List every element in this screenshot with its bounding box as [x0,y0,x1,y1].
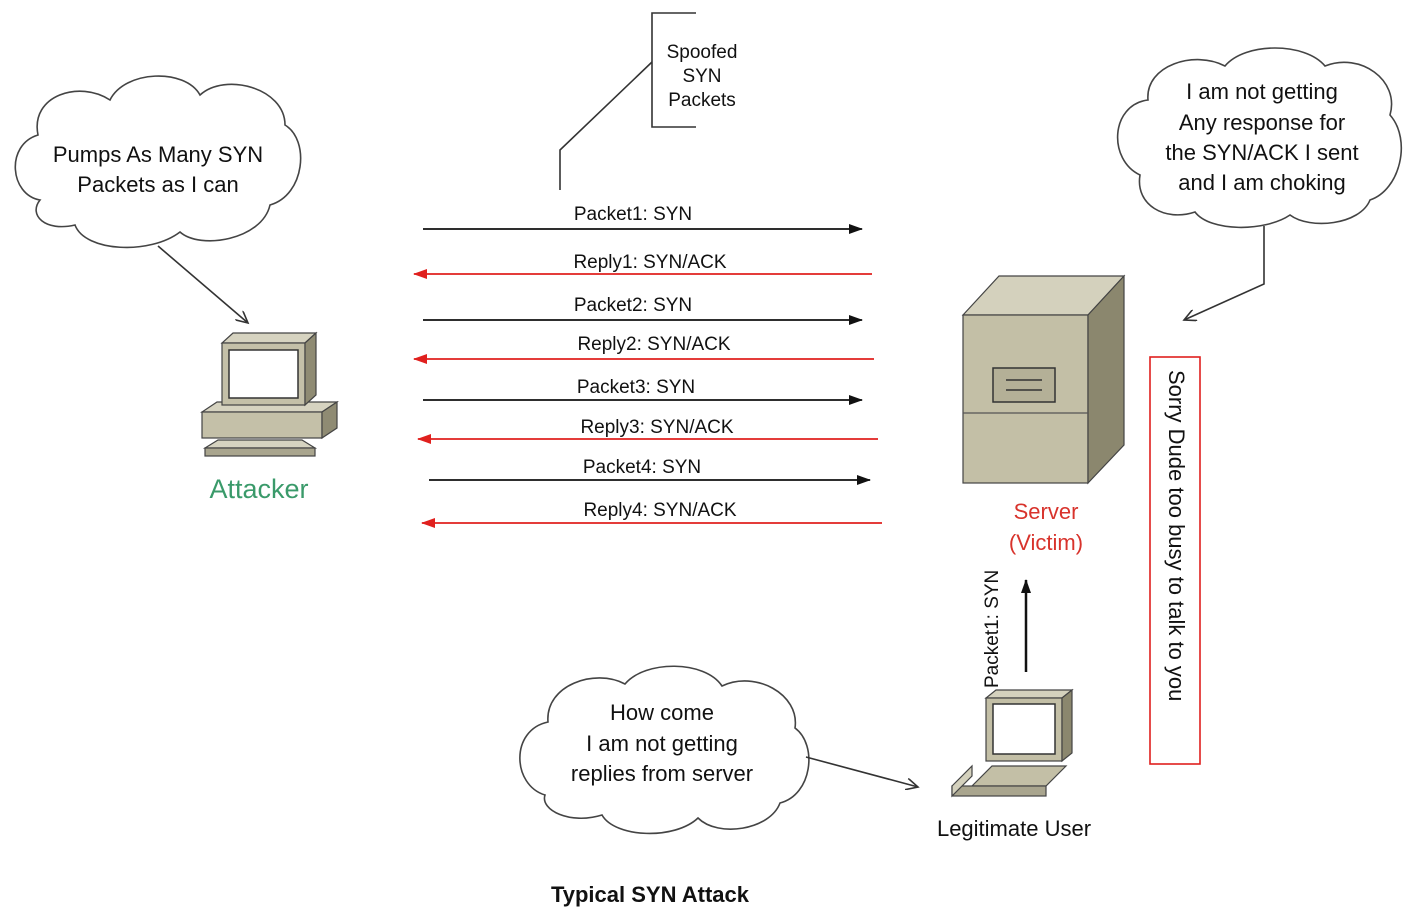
server-cloud-line-4: and I am choking [1178,170,1346,195]
user-cloud-line-1: How come [610,700,714,725]
spoofed-packets-callout: Spoofed SYN Packets [559,12,738,190]
diagram-caption: Typical SYN Attack [551,882,750,907]
exchange-label-8: Reply4: SYN/ACK [583,500,736,521]
legit-user-syn: Packet1: SYN [982,570,1031,688]
user-cloud-line-3: replies from server [571,761,753,786]
laptop-icon [951,688,1074,798]
server-cloud-pointer [1184,226,1265,320]
exchange-label-5: Packet3: SYN [577,377,695,398]
exchange-label-4: Reply2: SYN/ACK [577,334,730,355]
desktop-computer-icon [200,331,339,457]
user-thought-cloud: How come I am not getting replies from s… [519,665,918,835]
server-cloud-line-2: Any response for [1179,110,1345,135]
packet-exchange: Packet1: SYN Reply1: SYN/ACK Packet2: SY… [413,204,882,528]
exchange-label-1: Packet1: SYN [574,204,692,225]
spoofed-callout-line-3: Packets [668,90,736,111]
attacker-label: Attacker [209,474,308,504]
spoofed-callout-line-1: Spoofed [667,42,738,63]
server-tower-icon [961,274,1126,485]
exchange-label-3: Packet2: SYN [574,295,692,316]
server-busy-message: Sorry Dude too busy to talk to you [1149,356,1201,765]
user-cloud-pointer [805,756,918,787]
attacker-cloud-line-2: Packets as I can [77,172,238,197]
server-cloud-line-1: I am not getting [1186,79,1338,104]
attacker-cloud-pointer [157,245,248,323]
server-cloud-line-3: the SYN/ACK I sent [1165,140,1358,165]
attacker-thought-cloud: Pumps As Many SYN Packets as I can [14,75,302,323]
user-cloud-line-2: I am not getting [586,731,738,756]
server-label-line-2: (Victim) [1009,530,1083,555]
spoofed-callout-line-2: SYN [682,66,721,87]
server-busy-text: Sorry Dude too busy to talk to you [1164,370,1189,701]
server-thought-cloud: I am not getting Any response for the SY… [1116,47,1403,320]
exchange-label-2: Reply1: SYN/ACK [573,252,726,273]
attacker-cloud-line-1: Pumps As Many SYN [53,142,263,167]
legit-user-label: Legitimate User [937,816,1091,841]
exchange-label-6: Reply3: SYN/ACK [580,417,733,438]
server-label-line-1: Server [1014,499,1079,524]
exchange-label-7: Packet4: SYN [583,457,701,478]
legit-syn-label: Packet1: SYN [982,570,1003,688]
